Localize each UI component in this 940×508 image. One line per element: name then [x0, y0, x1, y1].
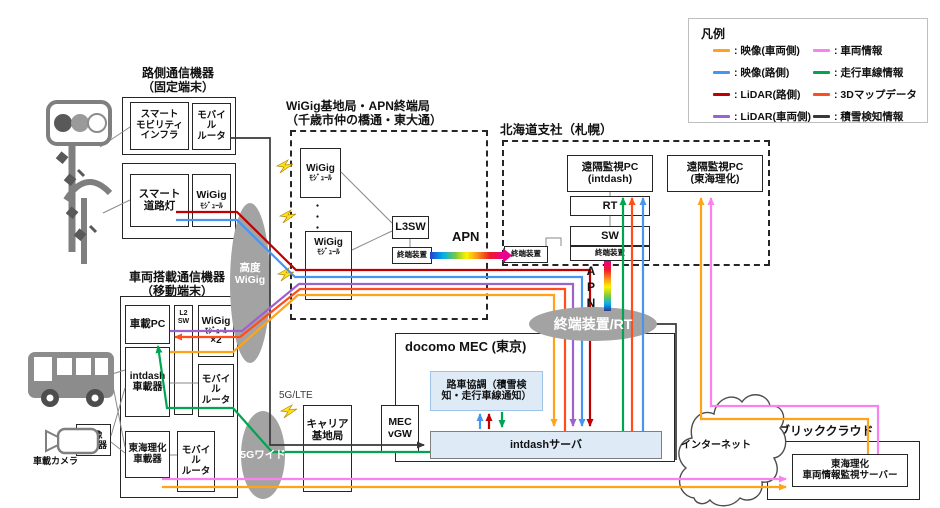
legend-item: : 3Dマップデータ	[813, 87, 917, 102]
bus-icon	[28, 352, 114, 407]
wigig-module-label: ﾓｼﾞｭｰﾙ	[309, 173, 332, 183]
terminal-device-wigig-box: 終端装置	[392, 247, 432, 264]
apn-label: APN	[452, 229, 480, 244]
intdash-server-box: intdashサーバ	[430, 431, 662, 459]
smart-mobility-infra-box: スマート モビリティ インフラ	[130, 102, 189, 150]
legend-label: : 積雪検知情報	[834, 111, 904, 123]
legend-swatch-video-vehicle	[713, 49, 730, 52]
camera-label: 車載カメラ	[33, 456, 79, 466]
l3sw-box: L3SW	[392, 216, 429, 239]
legend-swatch-lane-info	[813, 71, 830, 74]
carrier-base-station-box: キャリア 基地局	[303, 405, 352, 492]
traffic-light-icon	[46, 100, 112, 252]
5g-wide-label: 5Gワイド	[240, 449, 286, 461]
label-5g-lte: 5G/LTE	[279, 390, 313, 401]
wigig-module2-box: WiGig ﾓｼﾞｭｰﾙ	[305, 231, 352, 300]
legend-item: : 積雪検知情報	[813, 109, 903, 124]
sw-box: SW	[570, 226, 650, 246]
legend-item: : LiDAR(路側)	[713, 87, 801, 102]
mobile-router-roadside-box: モバイル ルータ	[192, 103, 231, 150]
legend-label: : LiDAR(路側)	[734, 89, 801, 101]
legend-swatch-snow-info	[813, 115, 830, 118]
legend-item: : 映像(路側)	[713, 65, 789, 80]
vertical-dots: ・ ・ ・	[313, 201, 323, 233]
rt-box: RT	[570, 196, 650, 216]
legend-item: : 映像(車両側)	[713, 43, 800, 58]
smart-road-light-box: スマート 道路灯	[130, 174, 189, 227]
tokai-onboard-box: 東海理化 車載器	[125, 431, 170, 478]
terminal-device-left-box: 終端装置	[504, 246, 548, 263]
legend-item: : 走行車線情報	[813, 65, 903, 80]
mobile-router2-box: モバイル ルータ	[177, 431, 215, 492]
legend-title: 凡例	[701, 27, 726, 41]
wigig-module-vehicle-box: WiGig ﾓｼﾞｭｰﾙ ×2	[198, 305, 234, 357]
legend-label: : 走行車線情報	[834, 67, 904, 79]
wigig-module1-box: WiGig ﾓｼﾞｭｰﾙ	[300, 148, 341, 198]
apn-rainbow-vertical	[604, 261, 611, 311]
remote-pc-intdash-box: 遠隔監視PC (intdash)	[567, 155, 653, 192]
legend-swatch-video-roadside	[713, 71, 730, 74]
internet-label: インターネット	[681, 440, 751, 451]
legend-swatch-vehicle-info	[813, 49, 830, 52]
x2-label: ×2	[210, 335, 222, 347]
vehicle-pc-box: 車載PC	[125, 305, 170, 344]
adv-wigig-label: 高度 WiGig	[234, 262, 266, 287]
road-lamp-icon	[63, 179, 113, 264]
public-cloud-title: パブリッククラウド	[766, 424, 874, 438]
wigig-module-roadside-box: WiGig ﾓｼﾞｭｰﾙ	[192, 174, 231, 227]
legend-label: : LiDAR(車両側)	[734, 111, 811, 123]
wigig-module-label: ﾓｼﾞｭｰﾙ	[204, 325, 228, 335]
remote-pc-tokai-box: 遠隔監視PC (東海理化)	[667, 155, 763, 192]
legend-label: : 映像(路側)	[734, 67, 790, 79]
wigig-base-title: WiGig基地局・APN終端局 （千歳市仲の橋通・東大通）	[286, 99, 443, 128]
mobile-router1-box: モバイル ルータ	[198, 364, 234, 417]
legend-label: : 映像(車両側)	[734, 45, 800, 57]
mec-title: docomo MEC (東京)	[405, 339, 527, 354]
legend-swatch-3dmap	[813, 93, 830, 96]
legend-label: : 3Dマップデータ	[834, 89, 917, 101]
intdash-onboard-box: intdash 車載器	[125, 347, 170, 417]
l2-switch-box: L2 SW	[174, 305, 193, 415]
terminal-rt-label: 終端装置/RT	[553, 316, 633, 332]
legend-swatch-lidar-roadside	[713, 93, 730, 96]
mec-vgw-box: MEC vGW	[381, 405, 419, 453]
video-splitter-box: 映像 分配器	[76, 424, 111, 456]
legend-item: : 車両情報	[813, 43, 882, 58]
hokkaido-title: 北海道支社（札幌）	[500, 123, 613, 137]
roadside-title: 路側通信機器 （固定端末）	[141, 66, 214, 95]
legend-box: 凡例 : 映像(車両側) : 映像(路側) : LiDAR(路側) : LiDA…	[688, 18, 928, 123]
wigig-module-label: ﾓｼﾞｭｰﾙ	[200, 201, 223, 211]
wigig-module-label: ﾓｼﾞｭｰﾙ	[317, 247, 340, 257]
legend-item: : LiDAR(車両側)	[713, 109, 811, 124]
legend-swatch-lidar-vehicle	[713, 115, 730, 118]
wigig-label: WiGig	[196, 189, 227, 202]
legend-label: : 車両情報	[834, 45, 883, 57]
vehicle-title: 車両搭載通信機器 （移動端末）	[128, 270, 225, 299]
road-vehicle-coordination-box: 路車協調（積雪検 知・走行車線通知）	[430, 371, 543, 411]
tokai-monitor-server-box: 東海理化 車両情報監視サーバー	[792, 454, 908, 487]
terminal-device-hokkaido-box: 終端装置	[570, 246, 650, 261]
apn-vertical-label: A P N	[586, 264, 596, 310]
